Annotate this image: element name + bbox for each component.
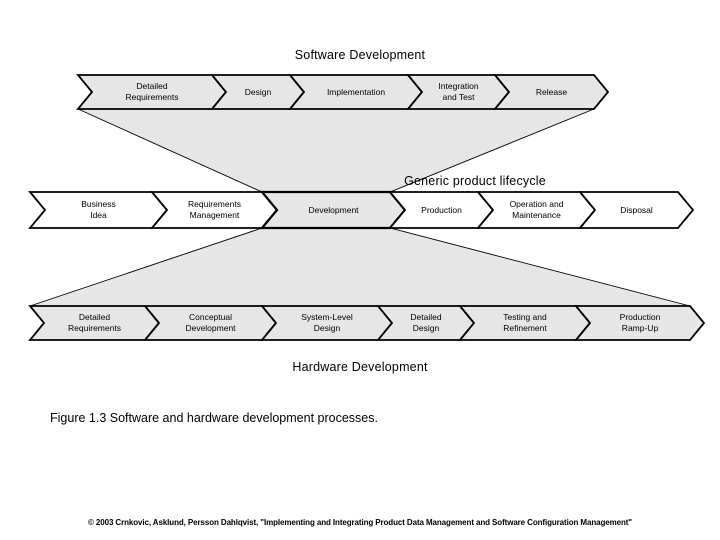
process-step-detailed-requirements[interactable] xyxy=(28,305,161,341)
process-step-business-idea[interactable] xyxy=(28,191,169,229)
process-step-conceptual-development[interactable] xyxy=(143,305,278,341)
band-title-hardware-development: Hardware Development xyxy=(292,360,428,374)
band-software-development xyxy=(76,74,610,110)
process-step-integration-and-test[interactable] xyxy=(406,74,511,110)
bands-layer xyxy=(28,74,706,341)
process-step-development[interactable] xyxy=(259,190,407,230)
process-step-release[interactable] xyxy=(493,74,610,110)
process-step-disposal[interactable] xyxy=(578,191,695,229)
band-hardware-development xyxy=(28,305,706,341)
process-step-design[interactable] xyxy=(210,74,306,110)
figure-caption: Figure 1.3 Software and hardware develop… xyxy=(50,411,378,425)
process-step-system-level-design[interactable] xyxy=(260,305,394,341)
process-step-requirements-management[interactable] xyxy=(150,191,279,229)
copyright-notice: © 2003 Crnkovic, Asklund, Persson Dahlqv… xyxy=(87,518,633,527)
process-step-detailed-design[interactable] xyxy=(376,305,476,341)
process-step-production-ramp-up[interactable] xyxy=(574,305,706,341)
process-step-implementation[interactable] xyxy=(288,74,424,110)
process-step-detailed-requirements[interactable] xyxy=(76,74,228,110)
band-generic-product-lifecycle xyxy=(28,190,695,230)
band-title-software-development: Software Development xyxy=(294,48,426,62)
process-step-operation-and-maintenance[interactable] xyxy=(476,191,597,229)
process-step-production[interactable] xyxy=(388,191,495,229)
band-title-generic-product-lifecycle: Generic product lifecycle xyxy=(404,174,546,188)
process-step-testing-and-refinement[interactable] xyxy=(458,305,592,341)
connector-lower-funnel xyxy=(29,227,691,307)
